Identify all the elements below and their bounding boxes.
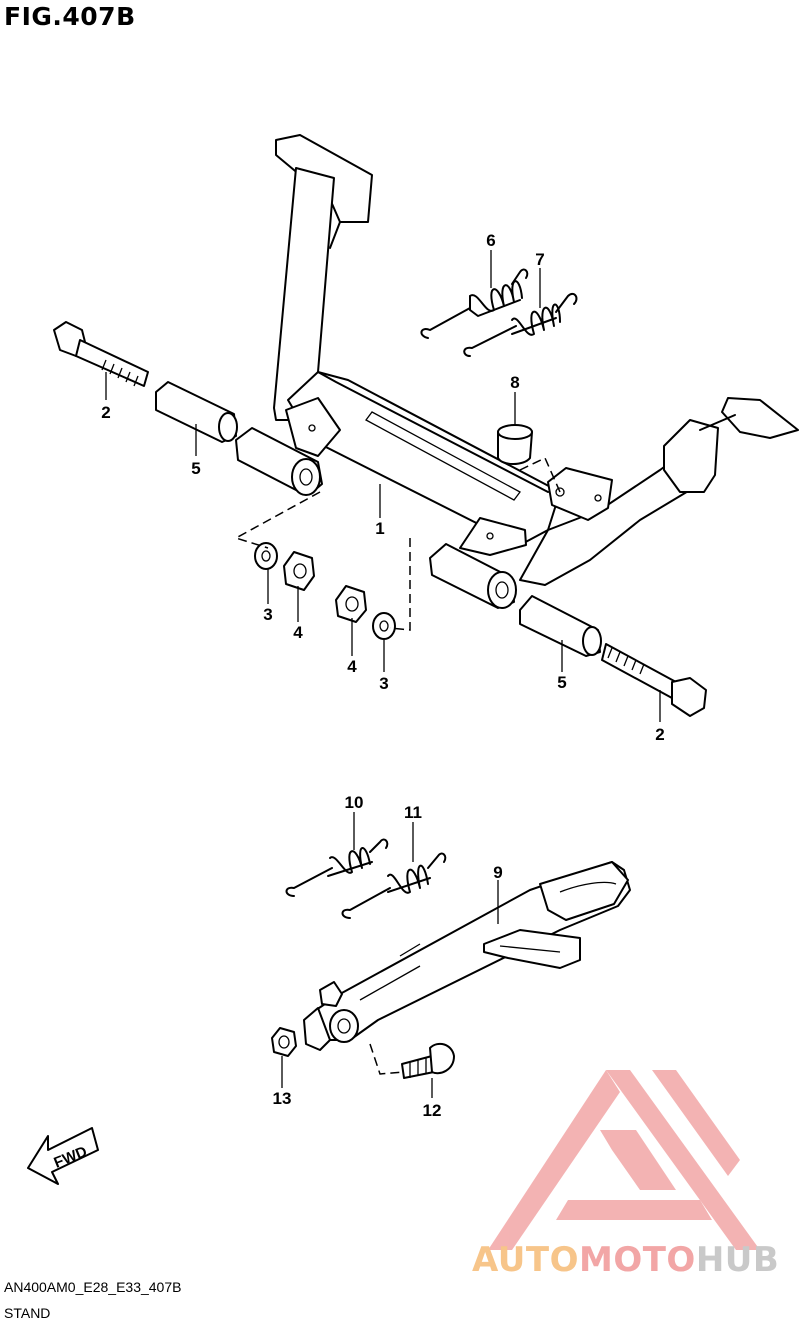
callout-5-right: 5	[557, 673, 566, 692]
callout-3-left: 3	[263, 605, 272, 624]
fwd-arrow-icon: FWD	[27, 1127, 99, 1185]
callout-4-left: 4	[293, 623, 303, 642]
model-code-label: AN400AM0_E28_E33_407B	[4, 1279, 182, 1295]
watermark-hub: HUB	[695, 1240, 780, 1280]
callout-3-right: 3	[379, 674, 388, 693]
callout-10: 10	[345, 793, 364, 812]
callout-6: 6	[486, 231, 495, 250]
assembly-lines	[234, 456, 561, 1075]
callout-11: 11	[404, 803, 422, 822]
callout-5-left: 5	[191, 459, 200, 478]
bolt-part-2-right[interactable]	[601, 643, 707, 717]
main-stand-part-1[interactable]	[235, 134, 799, 609]
spring-part-7[interactable]	[463, 292, 578, 357]
callout-12: 12	[423, 1101, 442, 1120]
nut-part-13[interactable]	[271, 1027, 297, 1057]
nut-part-4-left[interactable]	[283, 551, 315, 591]
spacer-part-5-right[interactable]	[519, 595, 602, 657]
callout-13: 13	[273, 1089, 292, 1108]
section-name-label: STAND	[4, 1305, 51, 1321]
spring-part-10[interactable]	[285, 838, 389, 897]
spring-part-11[interactable]	[341, 852, 447, 919]
watermark-moto: MOTO	[578, 1240, 696, 1280]
watermark-logo-icon	[488, 1070, 760, 1250]
washer-part-3-right[interactable]	[372, 612, 396, 640]
callout-4-right: 4	[347, 657, 357, 676]
callout-2-left: 2	[101, 403, 110, 422]
callout-9: 9	[493, 863, 502, 882]
callout-8: 8	[510, 373, 519, 392]
bolt-part-2-left[interactable]	[53, 321, 149, 387]
callout-2-right: 2	[655, 725, 664, 744]
spring-part-6[interactable]	[420, 268, 529, 339]
watermark-text: AUTOMOTOHUB	[472, 1240, 779, 1280]
spacer-part-5-left[interactable]	[155, 381, 238, 443]
leader-lines	[105, 250, 661, 1098]
washer-part-3-left[interactable]	[254, 542, 278, 570]
side-stand-part-9[interactable]	[303, 861, 631, 1051]
callout-numbers: 1 2 2 3 3 4 4 5 5 6 7 8 9 10 11 12 13	[101, 231, 664, 1120]
callout-7: 7	[535, 250, 544, 269]
pivot-bolt-part-12[interactable]	[401, 1042, 455, 1079]
nut-part-4-right[interactable]	[335, 585, 367, 623]
callout-1: 1	[375, 519, 384, 538]
watermark-auto: AUTO	[472, 1240, 579, 1280]
stopper-part-8[interactable]	[497, 424, 533, 465]
figure-title: FIG.407B	[4, 2, 136, 31]
